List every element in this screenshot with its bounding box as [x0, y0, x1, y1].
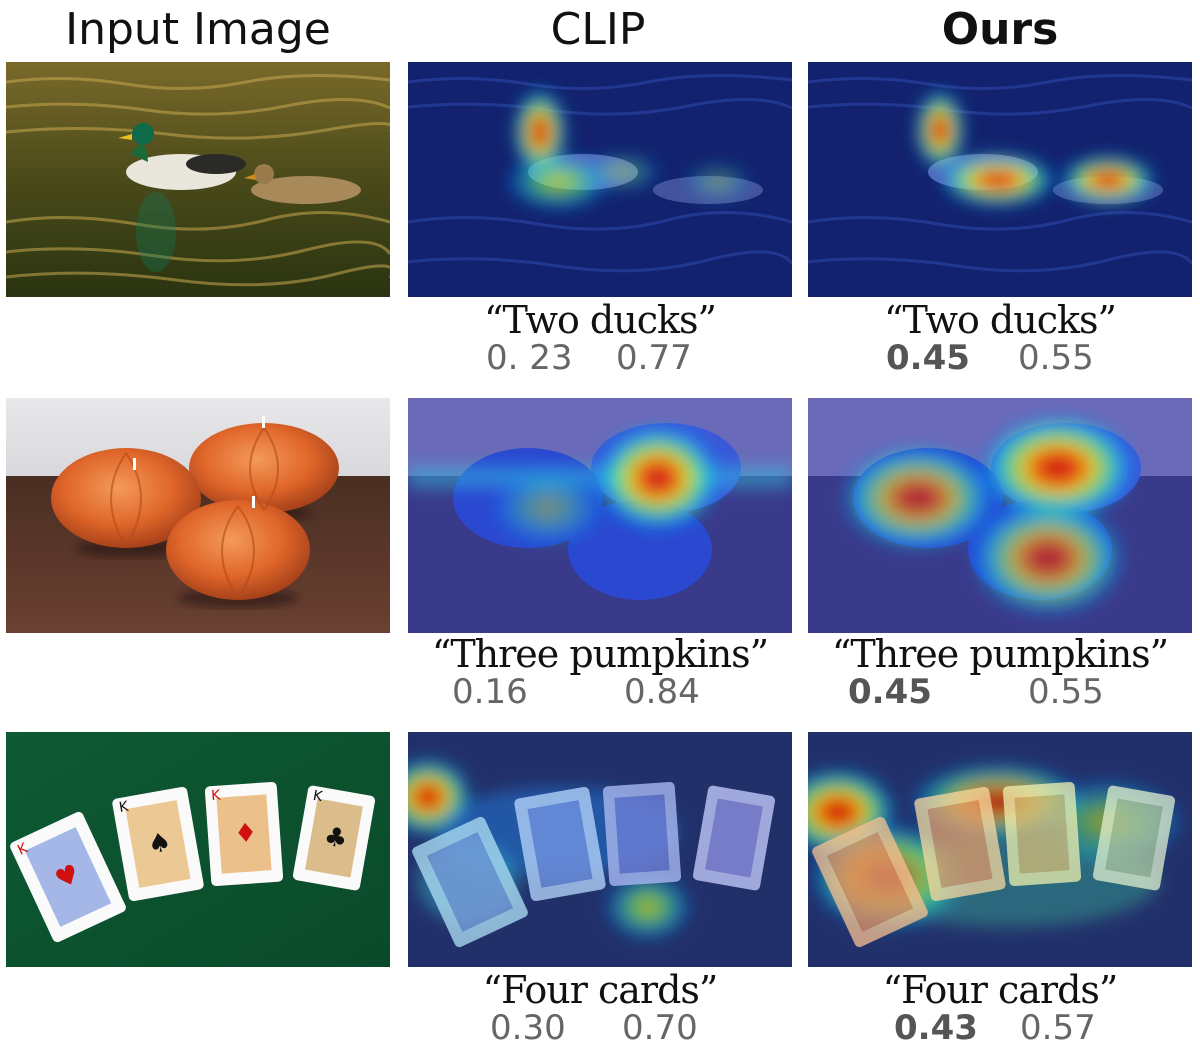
svg-text:♣: ♣: [322, 821, 350, 855]
svg-text:K: K: [312, 788, 325, 805]
scores-clip-pumpkins: 0.16 0.84: [408, 672, 792, 714]
scores-ours-ducks: 0.45 0.55: [808, 338, 1192, 380]
input-image-pumpkins: [6, 398, 390, 633]
score-b: 0.77: [616, 338, 692, 378]
ours-heatmap-pumpkins: [808, 398, 1192, 633]
caption-clip-pumpkins: “Three pumpkins”: [431, 632, 769, 676]
input-image-cards: K ♥ K ♠ K ♦ K ♣: [6, 732, 390, 967]
svg-text:♠: ♠: [146, 827, 174, 861]
svg-text:K: K: [118, 799, 131, 816]
ours-heatmap-ducks: [808, 62, 1192, 297]
caption-clip-ducks: “Two ducks”: [484, 298, 717, 342]
header-clip: CLIP: [550, 4, 646, 55]
score-a: 0.30: [490, 1008, 566, 1048]
caption-clip-cards: “Four cards”: [482, 968, 719, 1012]
score-b: 0.55: [1028, 672, 1104, 712]
score-a: 0.45: [886, 338, 970, 378]
caption-ours-cards: “Four cards”: [882, 968, 1119, 1012]
score-b: 0.70: [622, 1008, 698, 1048]
header-ours: Ours: [941, 4, 1059, 55]
svg-text:♦: ♦: [233, 818, 258, 850]
header-input-image: Input Image: [65, 4, 331, 55]
score-a: 0.43: [894, 1008, 978, 1048]
clip-heatmap-ducks: [408, 62, 792, 297]
caption-ours-pumpkins: “Three pumpkins”: [831, 632, 1169, 676]
score-b: 0.84: [624, 672, 700, 712]
clip-heatmap-cards: [408, 732, 792, 967]
svg-text:K: K: [211, 788, 222, 805]
scores-clip-cards: 0.30 0.70: [408, 1008, 792, 1050]
scores-clip-ducks: 0. 23 0.77: [408, 338, 792, 380]
scores-ours-cards: 0.43 0.57: [808, 1008, 1192, 1050]
scores-ours-pumpkins: 0.45 0.55: [808, 672, 1192, 714]
score-a: 0.16: [452, 672, 528, 712]
clip-heatmap-pumpkins: [408, 398, 792, 633]
input-image-ducks: [6, 62, 390, 297]
score-b: 0.55: [1018, 338, 1094, 378]
score-b: 0.57: [1020, 1008, 1096, 1048]
score-a: 0.45: [848, 672, 932, 712]
ours-heatmap-cards: [808, 732, 1192, 967]
score-a: 0. 23: [486, 338, 573, 378]
caption-ours-ducks: “Two ducks”: [884, 298, 1117, 342]
